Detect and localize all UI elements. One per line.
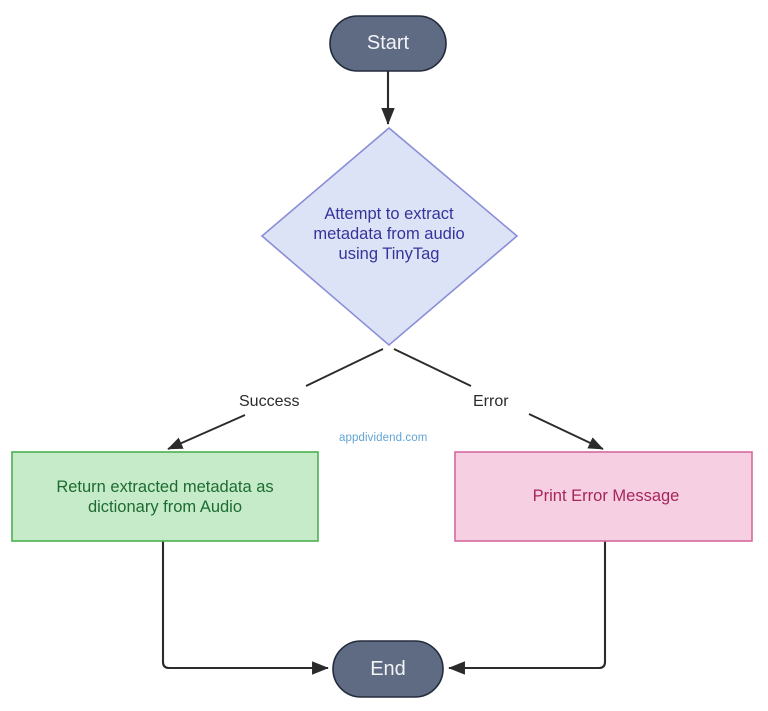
edge-decision-to-success-lower (167, 414, 246, 450)
error-node[interactable] (454, 451, 753, 542)
decision-node[interactable] (260, 126, 519, 347)
edge-decision-to-success-upper (305, 348, 384, 387)
edge-decision-to-error-upper (393, 348, 472, 387)
start-node[interactable] (329, 15, 447, 72)
success-node[interactable] (11, 451, 319, 542)
edge-error-to-end (448, 541, 607, 675)
edge-decision-to-error-lower (528, 413, 604, 450)
edge-success-to-end (161, 541, 329, 675)
end-node[interactable] (332, 640, 444, 698)
